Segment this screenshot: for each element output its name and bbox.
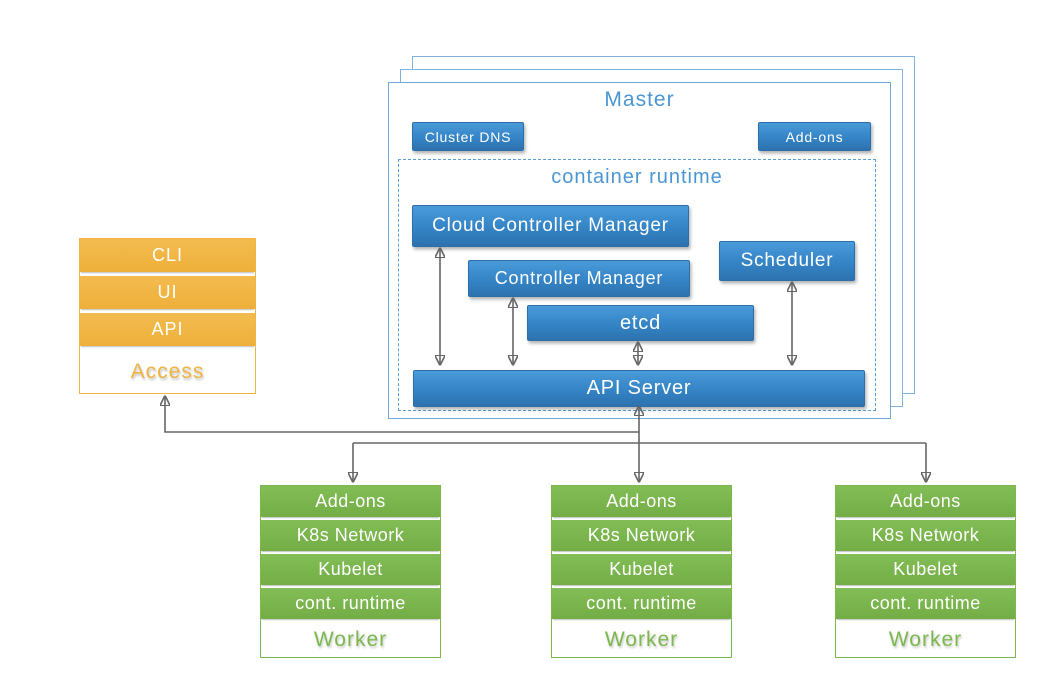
worker-node-2: Add-ons K8s Network Kubelet cont. runtim… xyxy=(551,485,732,658)
cluster-dns-box: Cluster DNS xyxy=(412,122,524,151)
access-row-cli: CLI xyxy=(80,239,255,272)
worker-row-cont-runtime: cont. runtime xyxy=(552,588,731,619)
container-runtime-box: container runtime Cloud Controller Manag… xyxy=(398,159,876,411)
worker-row-cont-runtime: cont. runtime xyxy=(261,588,440,619)
worker-node-1: Add-ons K8s Network Kubelet cont. runtim… xyxy=(260,485,441,658)
master-title: Master xyxy=(604,88,675,111)
worker-row-addons: Add-ons xyxy=(552,486,731,517)
worker-label: Worker xyxy=(604,627,679,651)
worker-node-3: Add-ons K8s Network Kubelet cont. runtim… xyxy=(835,485,1016,658)
worker-label: Worker xyxy=(313,627,388,651)
worker-label: Worker xyxy=(888,627,963,651)
worker-row-kubelet: Kubelet xyxy=(552,554,731,585)
master-addons-box: Add-ons xyxy=(758,122,871,151)
access-row-ui: UI xyxy=(80,276,255,309)
worker-row-cont-runtime: cont. runtime xyxy=(836,588,1015,619)
worker-row-kubelet: Kubelet xyxy=(836,554,1015,585)
worker-row-k8s-network: K8s Network xyxy=(261,520,440,551)
worker-row-kubelet: Kubelet xyxy=(261,554,440,585)
api-server-box: API Server xyxy=(413,370,865,407)
access-label: Access xyxy=(130,359,205,383)
cloud-controller-manager-box: Cloud Controller Manager xyxy=(412,205,689,247)
access-row-api: API xyxy=(80,313,255,346)
worker-row-k8s-network: K8s Network xyxy=(836,520,1015,551)
worker-row-k8s-network: K8s Network xyxy=(552,520,731,551)
access-stack: CLI UI API Access xyxy=(79,238,256,394)
worker-row-addons: Add-ons xyxy=(261,486,440,517)
master-box: Master Cluster DNS Add-ons container run… xyxy=(388,82,891,419)
controller-manager-box: Controller Manager xyxy=(468,260,690,297)
container-runtime-title: container runtime xyxy=(551,166,723,188)
worker-row-addons: Add-ons xyxy=(836,486,1015,517)
scheduler-box: Scheduler xyxy=(719,241,855,281)
etcd-box: etcd xyxy=(527,305,754,341)
